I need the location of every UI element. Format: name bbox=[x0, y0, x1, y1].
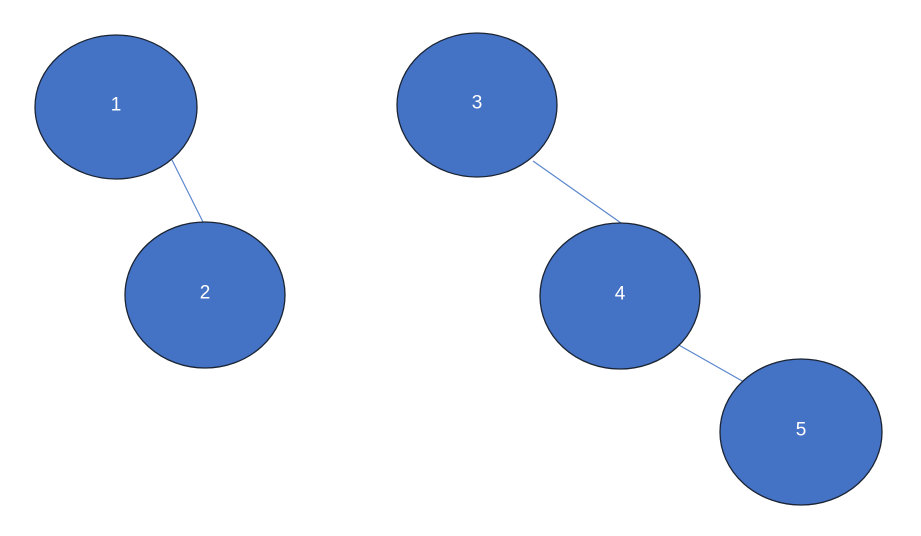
node-shape-5[interactable] bbox=[719, 358, 883, 506]
node-2: 2 bbox=[124, 221, 286, 369]
node-shape-2[interactable] bbox=[124, 221, 286, 369]
node-3: 3 bbox=[396, 32, 558, 178]
node-5: 5 bbox=[719, 358, 883, 506]
node-1: 1 bbox=[34, 34, 198, 180]
edge-3-4[interactable] bbox=[532, 160, 622, 224]
edge-1-2[interactable] bbox=[171, 159, 204, 223]
node-shape-4[interactable] bbox=[539, 222, 701, 370]
node-shape-1[interactable] bbox=[34, 34, 198, 180]
edge-4-5[interactable] bbox=[676, 343, 745, 383]
node-shape-3[interactable] bbox=[396, 32, 558, 178]
node-4: 4 bbox=[539, 222, 701, 370]
